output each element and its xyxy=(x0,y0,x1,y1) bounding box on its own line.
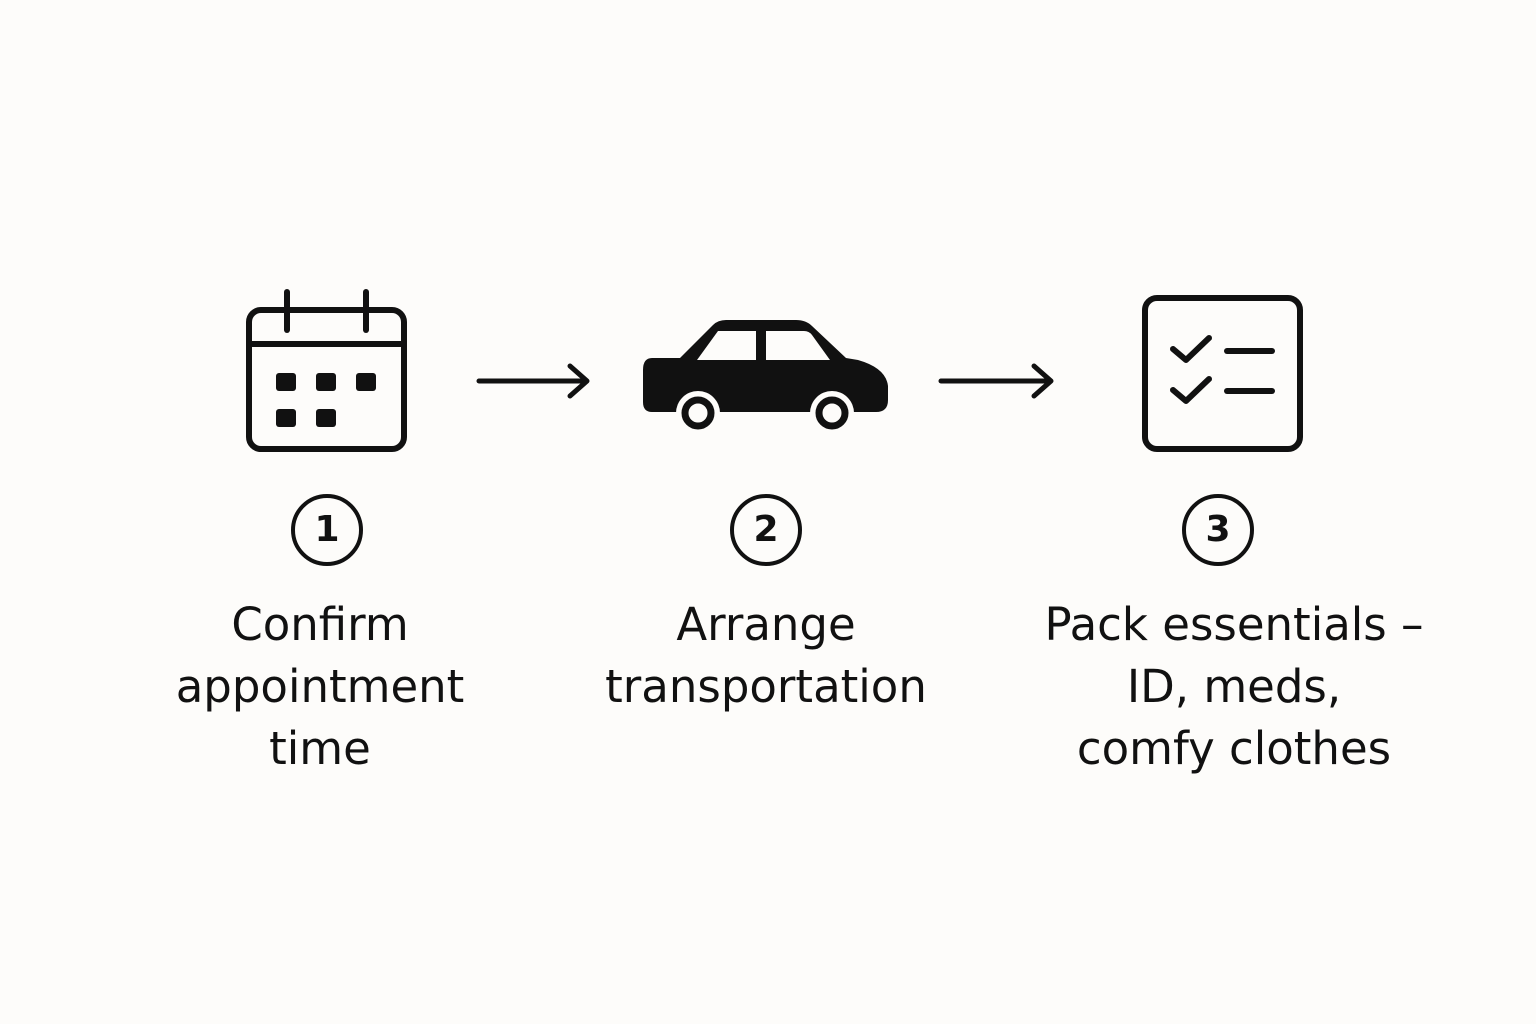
step-label: Pack essentials – ID, meds, comfy clothe… xyxy=(1014,594,1454,780)
step-number: 1 xyxy=(314,509,340,550)
step-label-line: transportation xyxy=(605,660,927,713)
step-label-line: comfy clothes xyxy=(1076,722,1392,775)
step-number-badge: 1 xyxy=(291,494,363,566)
step-label: Confirm appointment time xyxy=(150,594,490,780)
step-label-line: Pack essentials – xyxy=(1044,598,1424,651)
arrow-right-icon xyxy=(474,360,594,404)
calendar-icon xyxy=(244,288,410,454)
step-number: 2 xyxy=(753,509,779,550)
step-label-line: Confirm xyxy=(231,598,409,651)
arrow-right-icon xyxy=(936,360,1058,404)
step-number-badge: 2 xyxy=(730,494,802,566)
step-label-line: time xyxy=(269,722,371,775)
step-number-badge: 3 xyxy=(1182,494,1254,566)
car-icon xyxy=(638,316,892,438)
step-label: Arrange transportation xyxy=(566,594,966,718)
step-label-line: Arrange xyxy=(676,598,856,651)
step-label-line: ID, meds, xyxy=(1126,660,1342,713)
step-label-line: appointment xyxy=(175,660,465,713)
checklist-icon xyxy=(1140,292,1306,454)
step-number: 3 xyxy=(1205,509,1231,550)
